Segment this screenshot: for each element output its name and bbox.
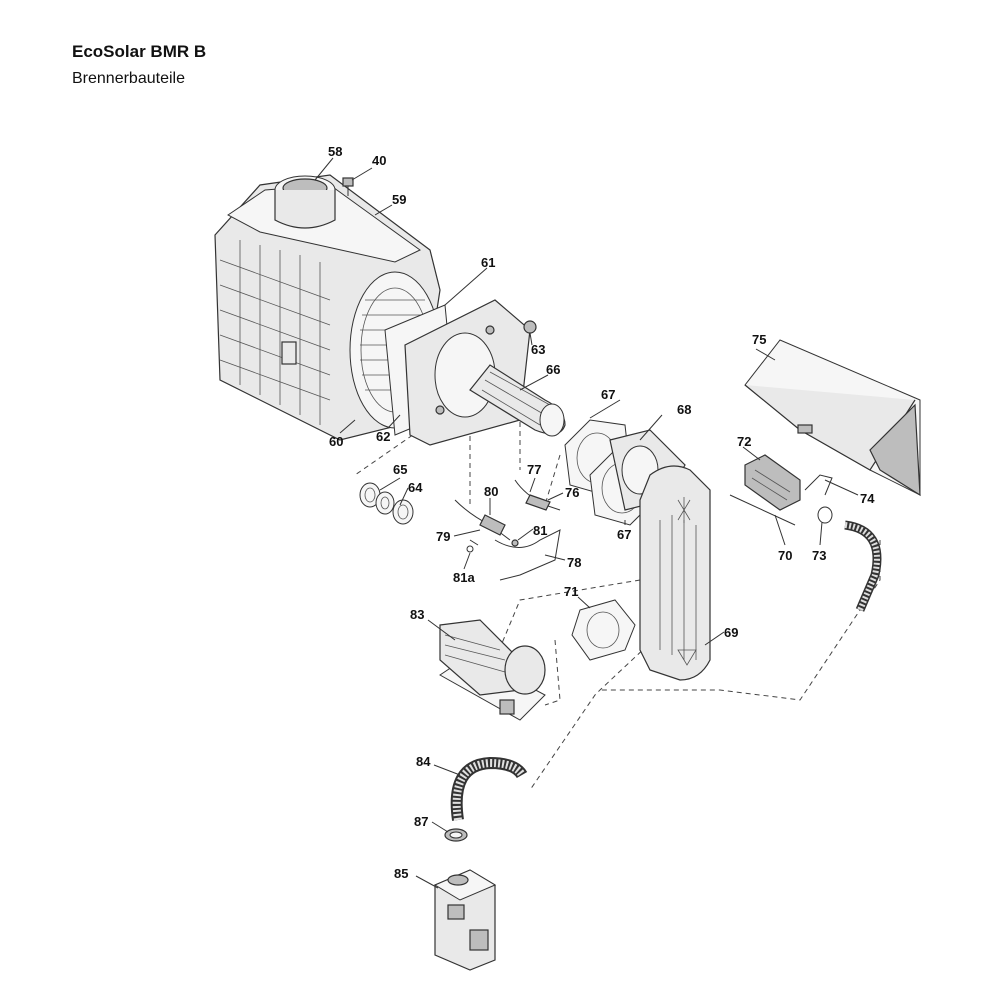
- callout-62: 62: [376, 429, 390, 444]
- callout-65: 65: [393, 462, 407, 477]
- callout-60: 60: [329, 434, 343, 449]
- callout-69: 69: [724, 625, 738, 640]
- callout-68: 68: [677, 402, 691, 417]
- sealing-ring: [444, 828, 468, 842]
- callout-71: 71: [564, 584, 578, 599]
- callout-59: 59: [392, 192, 406, 207]
- electrode-assembly: [454, 479, 561, 581]
- washer-parts: [359, 482, 414, 525]
- callout-72: 72: [737, 434, 751, 449]
- gas-valve: [433, 869, 497, 971]
- callout-78: 78: [567, 555, 581, 570]
- o-ring-part: [817, 506, 833, 524]
- rod-part: [729, 494, 796, 526]
- callout-40: 40: [372, 153, 386, 168]
- callout-77: 77: [527, 462, 541, 477]
- leader-lines: [314, 157, 859, 889]
- callout-67-upper: 67: [601, 387, 615, 402]
- callout-84: 84: [416, 754, 431, 769]
- diagram-title: EcoSolar BMR B: [72, 42, 207, 61]
- callout-63: 63: [531, 342, 545, 357]
- callout-64: 64: [408, 480, 423, 495]
- callout-81: 81: [533, 523, 547, 538]
- callout-73: 73: [812, 548, 826, 563]
- burner-tube: [469, 364, 566, 437]
- callout-66: 66: [546, 362, 560, 377]
- callout-76: 76: [565, 485, 579, 500]
- callout-80: 80: [484, 484, 498, 499]
- callout-61: 61: [481, 255, 495, 270]
- callout-79: 79: [436, 529, 450, 544]
- callout-75: 75: [752, 332, 766, 347]
- callout-67-lower: 67: [617, 527, 631, 542]
- callout-87: 87: [414, 814, 428, 829]
- sensor-module: [744, 454, 801, 511]
- callout-70: 70: [778, 548, 792, 563]
- nut-part: [523, 320, 537, 334]
- callout-85: 85: [394, 866, 408, 881]
- clip-part: [804, 474, 833, 496]
- burner-control-unit: [439, 619, 546, 721]
- callout-58: 58: [328, 144, 342, 159]
- callout-81a: 81a: [453, 570, 475, 585]
- callout-74: 74: [860, 491, 875, 506]
- callout-labels: 58 40 59 61 60 62 63 66 67 68 67 75 72 7…: [328, 144, 875, 881]
- callout-83: 83: [410, 607, 424, 622]
- flue-collar: [274, 175, 336, 229]
- dashed-connection-lines: [354, 395, 881, 791]
- screw-part: [342, 177, 354, 196]
- corrugated-hose-upper: [844, 520, 882, 612]
- gas-hose: [450, 756, 528, 821]
- air-intake-housing: [744, 339, 921, 497]
- diagram-subtitle: Brennerbauteile: [72, 70, 185, 87]
- flange-gasket: [571, 599, 636, 661]
- fan-duct-cover: [639, 465, 711, 681]
